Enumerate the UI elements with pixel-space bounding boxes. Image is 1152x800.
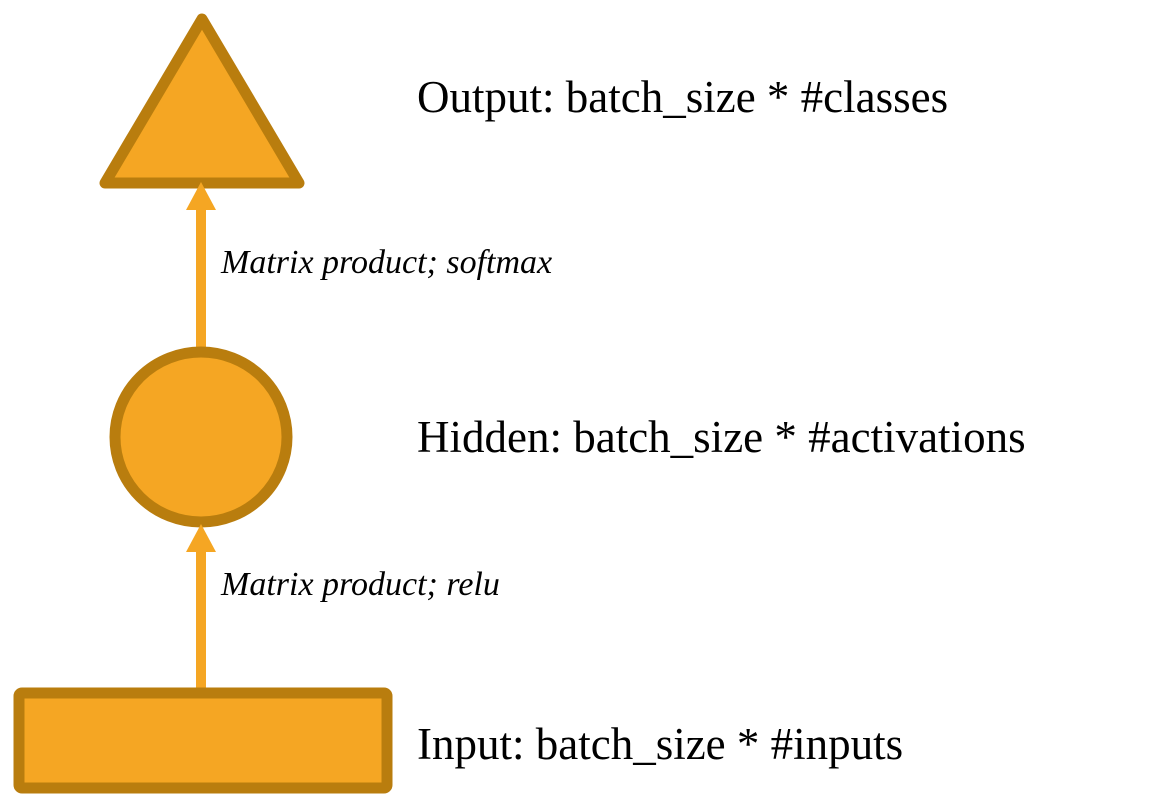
input-node-label: Input: batch_size * #inputs (417, 719, 904, 769)
output-node-triangle-icon[interactable] (98, 12, 306, 190)
hidden-node-circle-icon[interactable] (108, 345, 294, 529)
edge-input-to-hidden-up-arrow-icon (186, 524, 216, 692)
edge-input-to-hidden-label: Matrix product; relu (221, 566, 500, 603)
edge-hidden-to-output-up-arrow-icon (186, 182, 216, 356)
edge-hidden-to-output-label: Matrix product; softmax (221, 244, 553, 281)
input-node-rectangle-icon[interactable] (8, 682, 398, 794)
output-node-label: Output: batch_size * #classes (417, 72, 949, 122)
hidden-node-label: Hidden: batch_size * #activations (417, 412, 1026, 462)
